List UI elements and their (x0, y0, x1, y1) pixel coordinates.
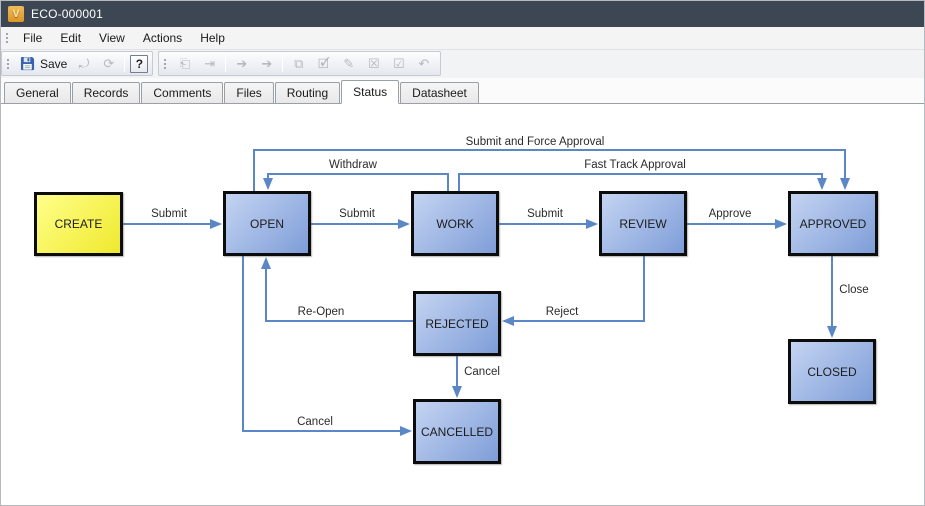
tab-datasheet[interactable]: Datasheet (400, 82, 479, 103)
tab-records[interactable]: Records (71, 82, 141, 103)
node-closed: CLOSED (788, 339, 876, 404)
edit-approve-icon: 🗹 (318, 56, 330, 71)
edge-label-submit-force-approval: Submit and Force Approval (465, 136, 605, 148)
edge-label-submit-work-review: Submit (527, 208, 563, 220)
toolstrip-grip-icon[interactable] (5, 31, 10, 45)
copy-document-icon: ⧉ (294, 56, 304, 71)
node-review: REVIEW (599, 191, 687, 256)
tab-files[interactable]: Files (224, 82, 274, 103)
refresh-button[interactable]: ⟳ (96, 53, 121, 74)
toolbar-separator (225, 55, 227, 72)
edit-note-icon: ✎ (343, 56, 355, 71)
reject-box-icon: ☒ (368, 56, 380, 71)
revert-save-button[interactable]: ⤾ (71, 53, 96, 74)
toolstrip-grip-icon[interactable] (163, 56, 169, 71)
menu-item-view[interactable]: View (99, 31, 125, 45)
status-workflow-diagram: CREATE OPEN WORK REVIEW APPROVED REJECTE… (1, 104, 924, 505)
edge-label-close: Close (839, 284, 869, 296)
node-create: CREATE (34, 192, 123, 256)
promote-button[interactable]: ➔ (254, 53, 279, 74)
help-button[interactable]: ? (130, 54, 149, 73)
window-title: ECO-000001 (31, 7, 104, 21)
cancel-undo-button[interactable]: ↶ (411, 53, 436, 74)
edge-label-approve: Approve (708, 208, 752, 220)
approve-button[interactable]: ☑ (386, 53, 411, 74)
node-approved: APPROVED (788, 191, 878, 256)
node-open: OPEN (223, 191, 311, 256)
tab-status[interactable]: Status (341, 80, 400, 104)
menu-item-actions[interactable]: Actions (142, 31, 183, 45)
promote-arrow-icon: ➔ (261, 56, 273, 71)
edge-label-cancel-open: Cancel (297, 416, 333, 428)
edit-note-button[interactable]: ✎ (336, 53, 361, 74)
reject-button[interactable]: ☒ (361, 53, 386, 74)
save-button-label: Save (40, 56, 68, 71)
open-record-button[interactable]: ⎗ (172, 53, 197, 74)
edge-label-submit-create-open: Submit (151, 208, 187, 220)
open-record-icon: ⎗ (179, 56, 191, 71)
toolstrip-main: Save ⤾ ⟳ ? (1, 51, 154, 76)
edge-label-withdraw: Withdraw (329, 159, 377, 171)
edge-label-cancel-rejected: Cancel (464, 366, 500, 378)
submit-button[interactable]: ➔ (229, 53, 254, 74)
toolbar-separator (124, 55, 126, 72)
menu-bar: File Edit View Actions Help (1, 27, 924, 50)
toolstrip-actions: ⎗ ⇥ ➔ ➔ ⧉ 🗹 ✎ ☒ (158, 51, 442, 76)
save-floppy-icon (19, 55, 36, 72)
toolbar-separator (282, 55, 284, 72)
edge-label-reopen: Re-Open (297, 306, 345, 318)
title-bar: V ECO-000001 (1, 1, 924, 27)
edge-label-submit-open-work: Submit (339, 208, 375, 220)
tab-general[interactable]: General (4, 82, 71, 103)
toolstrip-grip-icon[interactable] (6, 56, 11, 71)
approve-box-icon: ☑ (393, 56, 405, 71)
edit-approve-button[interactable]: 🗹 (311, 53, 336, 74)
refresh-icon: ⟳ (103, 56, 115, 71)
edge-label-reject: Reject (545, 306, 579, 318)
node-rejected: REJECTED (413, 291, 501, 356)
copy-document-button[interactable]: ⧉ (286, 53, 311, 74)
tab-routing[interactable]: Routing (274, 82, 341, 103)
tab-strip: General Records Comments Files Routing S… (1, 78, 924, 104)
save-button[interactable]: Save (15, 53, 71, 74)
menu-item-edit[interactable]: Edit (60, 31, 82, 45)
toolbar: Save ⤾ ⟳ ? ⎗ ⇥ ➔ ➔ (1, 50, 924, 78)
node-work: WORK (411, 191, 499, 256)
node-cancelled: CANCELLED (413, 399, 501, 464)
submit-arrow-icon: ➔ (236, 56, 248, 71)
send-forward-button[interactable]: ⇥ (197, 53, 222, 74)
revert-save-icon: ⤾ (78, 56, 90, 71)
menu-item-help[interactable]: Help (200, 31, 225, 45)
edge-label-fast-track-approval: Fast Track Approval (584, 159, 686, 171)
cancel-undo-icon: ↶ (418, 56, 430, 71)
menu-item-file[interactable]: File (23, 31, 43, 45)
tab-comments[interactable]: Comments (141, 82, 224, 103)
app-logo-icon: V (8, 6, 24, 22)
workflow-edges (123, 149, 850, 436)
send-forward-icon: ⇥ (204, 56, 216, 71)
